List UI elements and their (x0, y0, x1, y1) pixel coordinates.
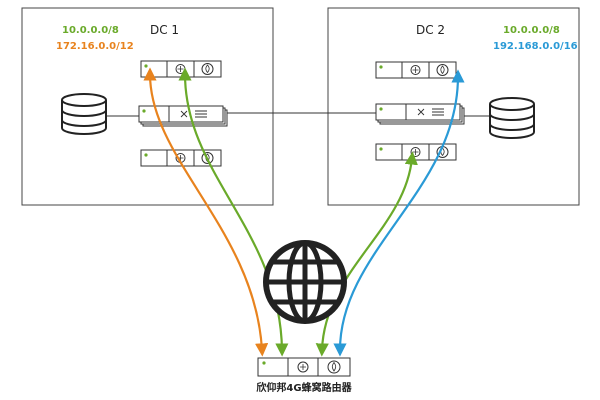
dc2-edge-device-bottom (375, 143, 457, 161)
database-icon (61, 93, 107, 135)
dc1-switch (138, 105, 228, 127)
globe-icon (263, 240, 347, 324)
dc2-subnet-2: 192.168.0.0/16 (493, 41, 578, 52)
router-label: 欣仰邦4G蜂窝路由器 (256, 381, 352, 394)
dc2-edge-device-top (375, 61, 457, 79)
dc1-title: DC 1 (150, 23, 179, 37)
dc1-subnet-2: 172.16.0.0/12 (56, 41, 134, 52)
router-icon (297, 361, 309, 373)
dc1-edge-device-top (140, 60, 222, 78)
cellular-router (257, 357, 351, 377)
dc2-subnet-1: 10.0.0.0/8 (503, 25, 560, 36)
dc1-subnet-1: 10.0.0.0/8 (62, 25, 119, 36)
tunnel-blue (333, 69, 465, 357)
firewall-icon (327, 360, 341, 374)
database-icon (489, 97, 535, 139)
dc2-title: DC 2 (416, 23, 445, 37)
